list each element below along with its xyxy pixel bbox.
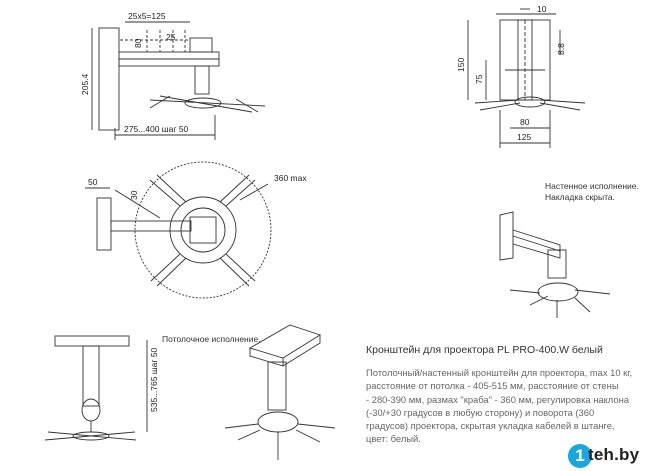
wall-mount-note: Настенное исполнение. Накладка скрыта.: [545, 181, 639, 203]
logo-text: teh.by: [588, 445, 640, 464]
side-view-drawing: [91, 21, 266, 140]
wall-mount-note-line1: Настенное исполнение.: [545, 181, 639, 191]
wall-plate-drawing: [467, 8, 586, 148]
dim-25x5: 25x5=125: [128, 11, 166, 21]
description-line: градусов) проектора, скрытая укладка каб…: [366, 420, 615, 432]
ceiling-mount-note: Потолочное исполнение.: [162, 334, 261, 344]
top-view-drawing: [85, 161, 272, 299]
dim-10: 10: [537, 4, 547, 14]
wall-mount-perspective: [499, 211, 611, 318]
dim-25: 25: [166, 32, 176, 42]
ceiling-front-drawing: [44, 335, 148, 441]
description-line: расстояние от потолка - 405-515 мм, расс…: [366, 380, 619, 392]
dim-535: 535...765 шаг 50: [149, 347, 159, 412]
dim-50: 50: [88, 177, 98, 187]
description-line: (-30/+30 градусов в любую сторону) и пов…: [366, 406, 595, 418]
dim-8-8: 8.8: [556, 43, 566, 55]
dim-205: 205.4: [80, 73, 90, 95]
wall-mount-note-line2: Накладка скрыта.: [545, 192, 616, 202]
site-logo[interactable]: 1 teh.by: [568, 443, 668, 469]
dim-360: 360 max: [274, 173, 307, 183]
description-line: цвет: белый.: [366, 433, 421, 445]
dim-80-top: 80: [133, 38, 143, 48]
dim-75: 75: [474, 74, 484, 84]
dim-30: 30: [129, 190, 139, 200]
dimension-labels: 25x5=125 80 25 205.4 275...400 шаг 50 10…: [80, 4, 566, 412]
dim-125: 125: [517, 132, 531, 142]
logo-mark-icon: 1: [568, 444, 592, 468]
product-title: Кронштейн для проектора PL PRO-400.W бел…: [366, 344, 603, 356]
ceiling-mount-perspective: [224, 324, 336, 460]
product-description: Потолочный/настенный кронштейн для проек…: [366, 366, 638, 446]
description-line: - 280-390 мм, размах "краба" - 360 мм, р…: [366, 393, 629, 405]
dim-275: 275...400 шаг 50: [124, 124, 189, 134]
dim-150: 150: [456, 58, 466, 72]
description-line: Потолочный/настенный кронштейн для проек…: [366, 367, 633, 378]
dim-80-side: 80: [520, 117, 530, 127]
